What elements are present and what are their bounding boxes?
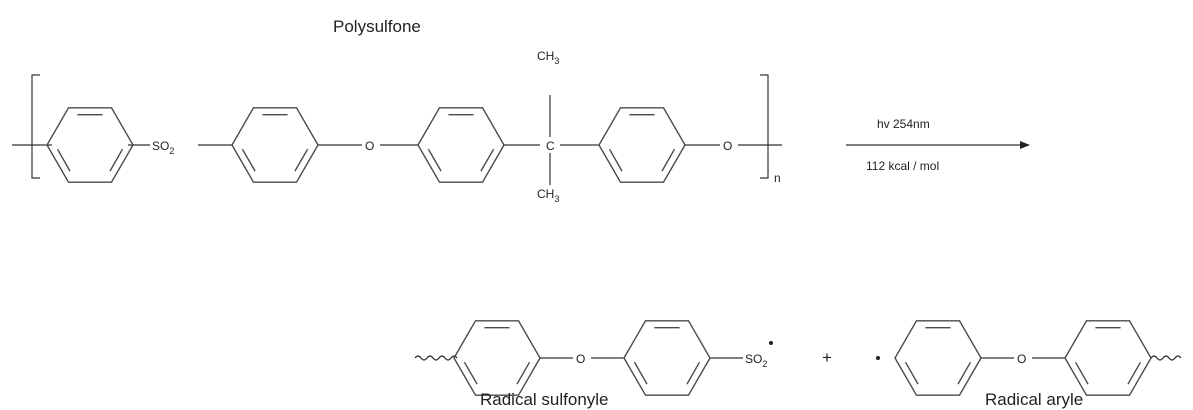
ring-double-bond bbox=[1127, 361, 1142, 385]
ring-double-bond bbox=[633, 361, 648, 385]
wavy-bond-right bbox=[1150, 355, 1182, 361]
ring-double-bond bbox=[56, 148, 71, 172]
ring-double-bond bbox=[463, 361, 478, 385]
ring-double-bond bbox=[904, 361, 919, 385]
ring-double-bond bbox=[480, 148, 495, 172]
benzene-ring-7 bbox=[894, 320, 982, 396]
radical-dot-sulfonyl bbox=[769, 341, 773, 345]
ring-double-bond bbox=[241, 148, 256, 172]
ether-oxygen-2: O bbox=[723, 139, 732, 153]
ring-double-bond bbox=[516, 361, 531, 385]
ring-outline bbox=[417, 107, 505, 183]
left-bracket bbox=[31, 74, 40, 179]
ring-outline bbox=[453, 320, 541, 396]
ether-oxygen-1: O bbox=[365, 139, 374, 153]
benzene-ring-1 bbox=[46, 107, 134, 183]
ring-outline bbox=[623, 320, 711, 396]
quaternary-carbon: C bbox=[546, 139, 555, 153]
condition-top: hv 254nm bbox=[877, 117, 930, 131]
radical-dot-aryl bbox=[876, 356, 880, 360]
benzene-ring-2 bbox=[231, 107, 319, 183]
sulfonyl-group-label: SO2 bbox=[152, 139, 174, 156]
right-bracket bbox=[760, 74, 769, 179]
benzene-ring-4 bbox=[598, 107, 686, 183]
radical-sulfonyle-label: Radical sulfonyle bbox=[480, 390, 609, 409]
ring-double-bond bbox=[109, 148, 124, 172]
ring-outline bbox=[1064, 320, 1152, 396]
repeat-index-n: n bbox=[774, 171, 781, 185]
benzene-ring-5 bbox=[453, 320, 541, 396]
product-ether-oxygen-1: O bbox=[576, 352, 585, 366]
ring-double-bond bbox=[957, 361, 972, 385]
ring-outline bbox=[894, 320, 982, 396]
plus-sign: + bbox=[822, 348, 832, 367]
product-ether-oxygen-2: O bbox=[1017, 352, 1026, 366]
ring-double-bond bbox=[608, 148, 623, 172]
ring-outline bbox=[598, 107, 686, 183]
ring-double-bond bbox=[686, 361, 701, 385]
methyl-top: CH3 bbox=[537, 49, 559, 66]
wavy-bond-left bbox=[414, 355, 458, 361]
ring-outline bbox=[46, 107, 134, 183]
ring-outline bbox=[231, 107, 319, 183]
reaction-arrow-head bbox=[1020, 141, 1030, 149]
ring-double-bond bbox=[294, 148, 309, 172]
methyl-bottom: CH3 bbox=[537, 187, 559, 204]
benzene-ring-6 bbox=[623, 320, 711, 396]
polysulfone-title: Polysulfone bbox=[333, 17, 421, 36]
ring-double-bond bbox=[1074, 361, 1089, 385]
ring-double-bond bbox=[427, 148, 442, 172]
ring-double-bond bbox=[661, 148, 676, 172]
sulfonyl-radical-label: SO2 bbox=[745, 352, 767, 369]
benzene-ring-8 bbox=[1064, 320, 1152, 396]
radical-aryle-label: Radical aryle bbox=[985, 390, 1083, 409]
benzene-ring-3 bbox=[417, 107, 505, 183]
condition-bottom: 112 kcal / mol bbox=[866, 159, 939, 173]
